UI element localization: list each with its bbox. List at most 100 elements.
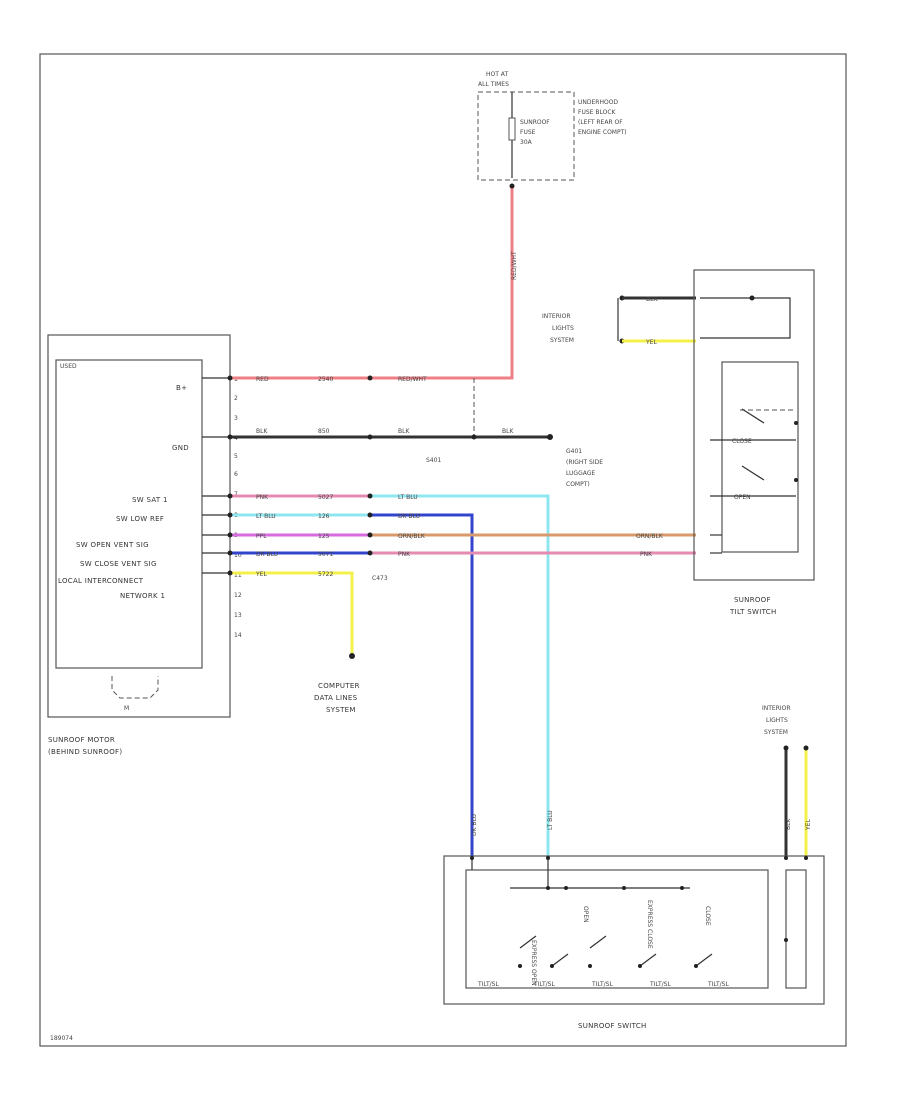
pin-sw-open-label: SW OPEN VENT SIG — [76, 541, 149, 549]
interior-bottom-line-2: LIGHTS — [766, 717, 788, 724]
motor-label-2: (BEHIND SUNROOF) — [48, 748, 122, 756]
tilt-switch: CLOSE OPEN SUNROOF TILT SWITCH — [693, 269, 815, 616]
wire-sat-color: PNK — [256, 494, 269, 501]
tilt-close-label: CLOSE — [732, 438, 752, 445]
tilt-switch-label-2: TILT SWITCH — [729, 608, 777, 616]
wire-lowref-circuit: 126 — [318, 513, 330, 520]
wire-open-color: PPL — [256, 533, 267, 540]
connector-c473: C473 — [372, 575, 388, 582]
pin-number: 2 — [234, 395, 238, 402]
interior-lights-top: INTERIOR LIGHTS SYSTEM BLK YEL — [542, 295, 696, 346]
motor-ground-tag: M — [124, 705, 129, 712]
ground-name: G401 — [566, 448, 582, 455]
motor-label-1: SUNROOF MOTOR — [48, 736, 115, 744]
switch-bottom-label: TILT/SL — [591, 981, 613, 988]
interior-top-yel: YEL — [645, 339, 657, 346]
wire-gnd: BLK 850 BLK BLK S401 — [230, 378, 553, 464]
wire-dk-blu-vertical: DK BLU — [471, 814, 478, 836]
tilt-switch-label-1: SUNROOF — [734, 596, 771, 604]
wire-close-circuit: 5071 — [318, 551, 333, 558]
wire-sat-circuit: 5027 — [318, 494, 333, 501]
fuse-block-label-4: ENGINE COMPT) — [578, 129, 627, 136]
fuse-block-label-3: (LEFT REAR OF — [578, 119, 623, 126]
wire-close-color3: PNK — [640, 551, 653, 558]
switch-bottom-label: TILT/SL — [707, 981, 729, 988]
computer-line-2: DATA LINES — [314, 694, 358, 702]
fuse-block-label-2: FUSE BLOCK — [578, 109, 617, 116]
wire-sat: PNK 5027 LT BLU LT BLU — [230, 494, 554, 858]
sunroof-motor: USED M B+ GND SW SAT 1 SW LOW REF SW OPE… — [47, 334, 242, 756]
computer-line-1: COMPUTER — [318, 682, 360, 690]
switch-contact-open: OPEN — [582, 906, 589, 923]
pin-number: 12 — [234, 592, 242, 599]
wire-lowref-color2: DK BLU — [398, 513, 420, 520]
connector-markers: C473 — [227, 183, 515, 582]
fuse-name-2: FUSE — [520, 129, 536, 136]
wire-gnd-color: BLK — [256, 428, 268, 435]
sunroof-switch-label: SUNROOF SWITCH — [578, 1022, 647, 1030]
wire-open-color2: ORN/BLK — [398, 533, 426, 540]
interior-top-line-2: LIGHTS — [552, 325, 574, 332]
fuse-block: HOT AT ALL TIMES SUNROOF FUSE 30A UNDERH… — [477, 71, 627, 181]
interior-top-blk: BLK — [646, 296, 658, 303]
wire-open-color3: ORN/BLK — [636, 533, 664, 540]
wire-bplus-circuit: 2540 — [318, 376, 333, 383]
wire-gnd-circuit: 850 — [318, 428, 330, 435]
pin-number: 6 — [234, 471, 238, 478]
hot-label-1: HOT AT — [486, 71, 508, 78]
wire-close-color2: PNK — [398, 551, 411, 558]
interior-bottom-line-3: SYSTEM — [764, 729, 788, 736]
pin-lin-label-1: LOCAL INTERCONNECT — [58, 577, 144, 585]
switch-contact-express-close: EXPRESS CLOSE — [646, 900, 653, 949]
pin-gnd-label: GND — [172, 444, 189, 452]
tilt-open-label: OPEN — [734, 494, 751, 501]
wire-lin: YEL 5722 — [230, 571, 355, 659]
wire-lin-circuit: 5722 — [318, 571, 333, 578]
wire-close: DK BLU 5071 PNK PNK — [230, 551, 696, 558]
pin-number: 3 — [234, 415, 238, 422]
wire-open-circuit: 125 — [318, 533, 330, 540]
wire-open: PPL 125 ORN/BLK ORN/BLK — [230, 533, 696, 540]
wire-bplus-color2: RED/WHT — [398, 376, 427, 383]
interior-lights-bottom: INTERIOR LIGHTS SYSTEM BLK YEL — [762, 705, 812, 858]
pin-number: 13 — [234, 612, 242, 619]
wire-close-color: DK BLU — [256, 551, 278, 558]
wire-lt-blu-vertical: LT BLU — [547, 810, 554, 830]
pin-number: 14 — [234, 632, 242, 639]
switch-bottom-label: TILT/SL — [533, 981, 555, 988]
pin-sw-low-ref-label: SW LOW REF — [116, 515, 164, 523]
interior-bottom-line-1: INTERIOR — [762, 705, 791, 712]
pin-number: 11 — [234, 572, 242, 579]
pin-number: 10 — [234, 552, 242, 559]
wire-bplus: RED 2540 RED/WHT RED/WHT — [230, 186, 518, 383]
ground-point — [547, 434, 553, 440]
wire-lin-color: YEL — [255, 571, 267, 578]
pin-number: 5 — [234, 453, 238, 460]
wire-lowref: LT BLU 126 DK BLU DK BLU — [230, 513, 478, 858]
diagram-code: 189074 — [50, 1035, 73, 1042]
wire-yel-right: YEL — [805, 819, 812, 831]
splice-s401: S401 — [426, 457, 441, 464]
wire-fuse-out-color: RED/WHT — [511, 251, 518, 280]
wire-blk-right: BLK — [785, 818, 792, 830]
outer-frame — [39, 53, 847, 1047]
computer-line-3: SYSTEM — [326, 706, 356, 714]
wire-gnd-color2: BLK — [398, 428, 410, 435]
ground-desc-1: (RIGHT SIDE — [566, 459, 603, 466]
wire-lowref-color: LT BLU — [256, 513, 276, 520]
fuse-block-label-1: UNDERHOOD — [578, 99, 618, 106]
wire-gnd-color3: BLK — [502, 428, 514, 435]
switch-contact-close: CLOSE — [704, 906, 711, 926]
pin-sw-close-label: SW CLOSE VENT SIG — [80, 560, 157, 568]
pin-sw-sat-label: SW SAT 1 — [132, 496, 168, 504]
computer-data-lines: COMPUTER DATA LINES SYSTEM — [314, 682, 360, 714]
fuse-name-1: SUNROOF — [520, 119, 550, 126]
ground-label: G401 (RIGHT SIDE LUGGAGE COMPT) — [566, 448, 603, 488]
interior-top-line-1: INTERIOR — [542, 313, 571, 320]
sunroof-switch: EXPRESS OPEN OPEN EXPRESS CLOSE CLOSE TI… — [443, 855, 825, 1030]
wire-sat-color2: LT BLU — [398, 494, 418, 501]
pin-lin-label-2: NETWORK 1 — [120, 592, 165, 600]
switch-contact-express-open: EXPRESS OPEN — [530, 940, 537, 986]
switch-bottom-label: TILT/SL — [477, 981, 499, 988]
